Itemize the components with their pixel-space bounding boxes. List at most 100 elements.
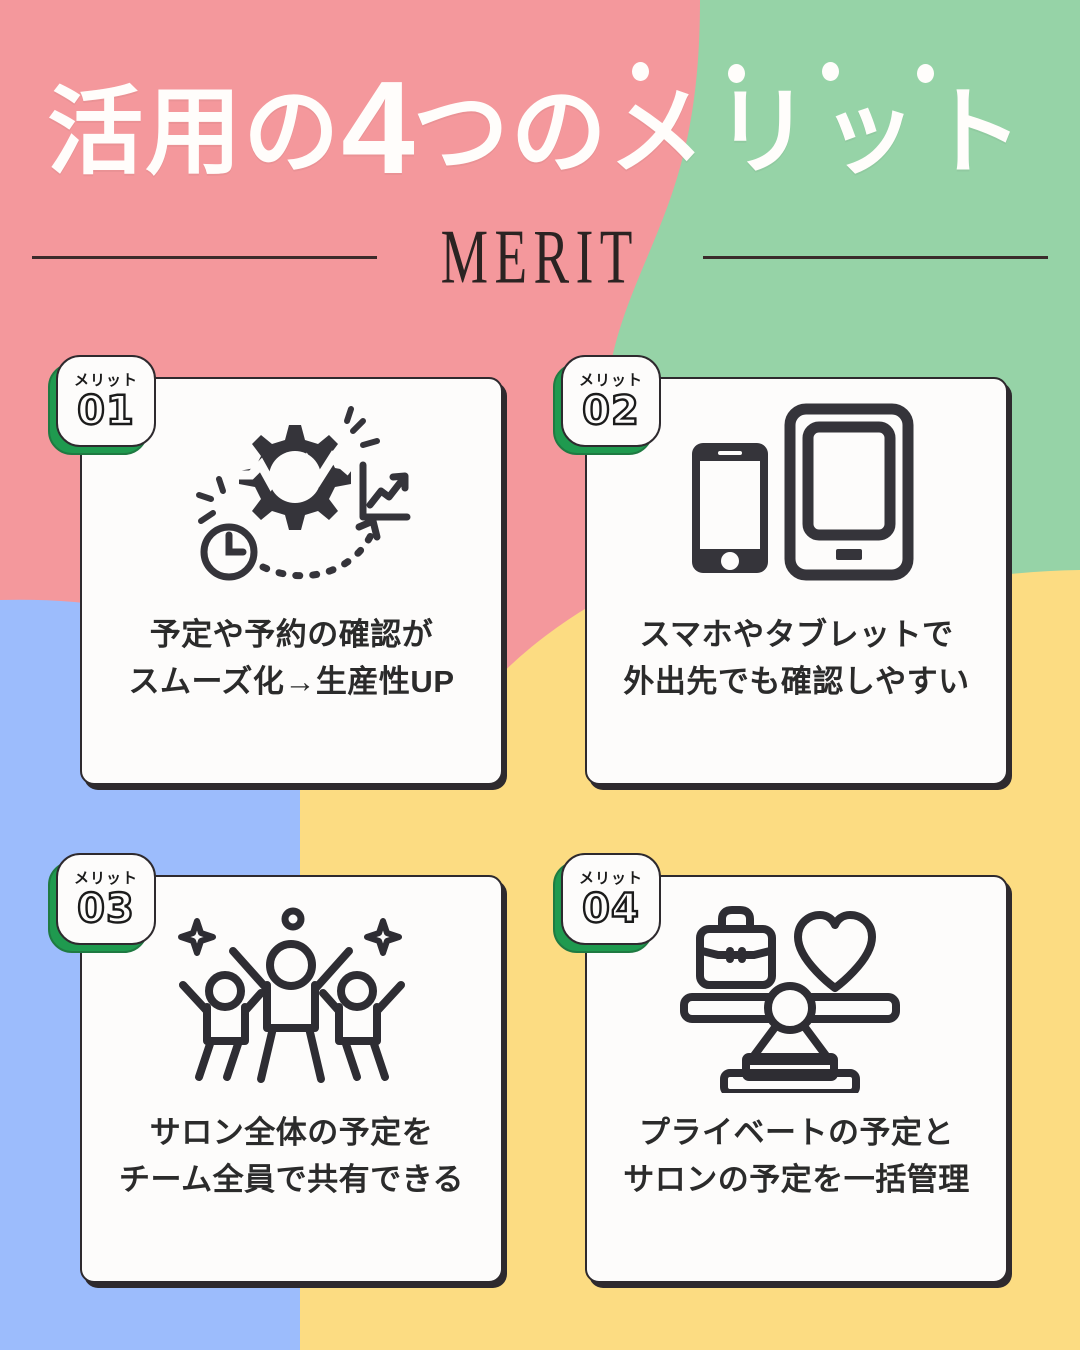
badge-face-04: メリット 04 <box>561 853 661 945</box>
person-center-head <box>265 940 316 990</box>
badge-label-02: メリット <box>578 372 643 389</box>
benefit-card-4[interactable]: プライベートの予定と サロンの予定を一括管理 <box>585 875 1008 1283</box>
person-right-leg-left <box>340 1037 361 1081</box>
person-center-leg-right <box>304 1024 325 1083</box>
title-part3: メリット <box>608 79 1033 186</box>
badge-face-03: メリット 03 <box>56 853 156 945</box>
person-center-arm-right <box>310 947 353 993</box>
badge-number-02: 02 <box>581 388 640 434</box>
benefit-text-3: サロン全体の予定を チーム全員で共有できる <box>82 1109 501 1203</box>
gear-crack <box>226 448 365 495</box>
rule-right <box>702 255 1048 259</box>
benefit-line1-1: 予定や予約の確認が <box>149 617 434 652</box>
tablet-body <box>784 403 913 581</box>
benefit-line1-2: スマホやタブレットで <box>639 617 954 652</box>
dot-4 <box>917 64 934 83</box>
briefcase-strap <box>697 947 774 959</box>
badge-label-01: メリット <box>73 372 138 389</box>
page-title: 活用の4つのメリット <box>0 62 1080 194</box>
person-left-arm-left <box>178 981 211 1015</box>
person-left-leg-right <box>222 1037 243 1081</box>
benefit-line1-4: プライベートの予定と <box>639 1115 954 1150</box>
title-part2: つの <box>412 79 609 186</box>
badge-02: メリット 02 <box>553 355 661 455</box>
clock-face <box>200 523 257 581</box>
person-left-head <box>204 971 245 1011</box>
rule-left <box>32 255 378 259</box>
work-life-balance-scale-icon <box>587 877 1006 1109</box>
heart-shape <box>793 911 876 992</box>
briefcase-handle <box>717 906 754 933</box>
person-left-leg-left <box>194 1037 215 1081</box>
person-center-body <box>262 981 319 1032</box>
person-right-leg-right <box>368 1037 389 1081</box>
person-right-arm-right <box>372 981 405 1015</box>
benefit-text-2: スマホやタブレットで 外出先でも確認しやすい <box>587 611 1006 705</box>
person-right-body <box>334 1003 381 1045</box>
clock-hands <box>225 531 246 556</box>
sparks-right <box>343 406 380 448</box>
smartphone-tablet-icon <box>587 379 1006 611</box>
person-right-head <box>336 971 377 1011</box>
benefit-line2-2: 外出先でも確認しやすい <box>623 664 970 700</box>
decorative-dots <box>632 62 1052 86</box>
dot-2 <box>728 64 745 83</box>
tablet-home-button <box>835 549 862 560</box>
title-number: 4 <box>341 54 414 201</box>
scale-base-lower <box>719 1069 860 1093</box>
badge-03: メリット 03 <box>48 853 156 953</box>
header: 活用の4つのメリット MERIT <box>0 0 1080 300</box>
benefit-line2-3: チーム全員で共有できる <box>119 1162 464 1198</box>
phone-screen <box>699 461 760 549</box>
gear-clock-growth-icon <box>82 379 501 611</box>
tablet-screen <box>802 421 895 541</box>
title-line: 活用の4つのメリット <box>47 62 1032 194</box>
person-center-arm-left <box>228 947 271 993</box>
badge-face-02: メリット 02 <box>561 355 661 447</box>
dot-1 <box>632 62 649 81</box>
subtitle-merit: MERIT <box>440 212 640 300</box>
chart-axes <box>359 461 410 521</box>
benefit-cell-2: スマホやタブレットで 外出先でも確認しやすい メリット 02 <box>553 355 1008 785</box>
chart-line <box>366 475 406 509</box>
arc-arrowhead <box>355 517 380 541</box>
benefit-card-1[interactable]: 予定や予約の確認が スムーズ化→生産性UP <box>80 377 503 785</box>
sparkle-dot <box>281 907 304 931</box>
person-center-leg-left <box>256 1024 277 1083</box>
subtitle-row: MERIT <box>0 217 1080 295</box>
badge-number-04: 04 <box>581 886 640 932</box>
benefit-card-2[interactable]: スマホやタブレットで 外出先でも確認しやすい <box>585 377 1008 785</box>
badge-number-01: 01 <box>76 388 135 434</box>
badge-face-01: メリット 01 <box>56 355 156 447</box>
person-left-body <box>202 1003 249 1045</box>
person-left-arm-right <box>240 989 265 1015</box>
person-right-arm-left <box>318 989 343 1015</box>
chart-arrowhead <box>389 472 408 492</box>
badge-label-04: メリット <box>578 870 643 887</box>
sparks-left <box>195 476 226 524</box>
benefit-cell-4: プライベートの予定と サロンの予定を一括管理 メリット 04 <box>553 853 1008 1283</box>
badge-number-03: 03 <box>76 886 135 932</box>
benefit-cell-1: 予定や予約の確認が スムーズ化→生産性UP メリット 01 <box>48 355 503 785</box>
sparkle-right <box>363 918 402 956</box>
benefit-text-4: プライベートの予定と サロンの予定を一括管理 <box>587 1109 1006 1203</box>
dot-3 <box>822 62 839 81</box>
briefcase-body <box>695 925 776 989</box>
badge-04: メリット 04 <box>553 853 661 953</box>
benefit-cell-3: サロン全体の予定を チーム全員で共有できる メリット 03 <box>48 853 503 1283</box>
phone-speaker <box>717 451 742 455</box>
sparkle-left <box>177 918 216 956</box>
benefit-text-1: 予定や予約の確認が スムーズ化→生産性UP <box>82 611 501 705</box>
phone-home-button <box>720 552 739 570</box>
title-part1: 活用の <box>47 79 342 186</box>
celebrating-team-icon <box>82 877 501 1109</box>
benefit-line2-1: スムーズ化→生産性UP <box>128 664 455 700</box>
badge-label-03: メリット <box>73 870 138 887</box>
dashed-arc <box>259 531 374 580</box>
badge-01: メリット 01 <box>48 355 156 455</box>
benefit-card-3[interactable]: サロン全体の予定を チーム全員で共有できる <box>80 875 503 1283</box>
benefit-line1-3: サロン全体の予定を <box>149 1115 434 1150</box>
benefits-grid: 予定や予約の確認が スムーズ化→生産性UP メリット 01 <box>0 355 1080 1315</box>
scale-pivot <box>763 982 816 1034</box>
